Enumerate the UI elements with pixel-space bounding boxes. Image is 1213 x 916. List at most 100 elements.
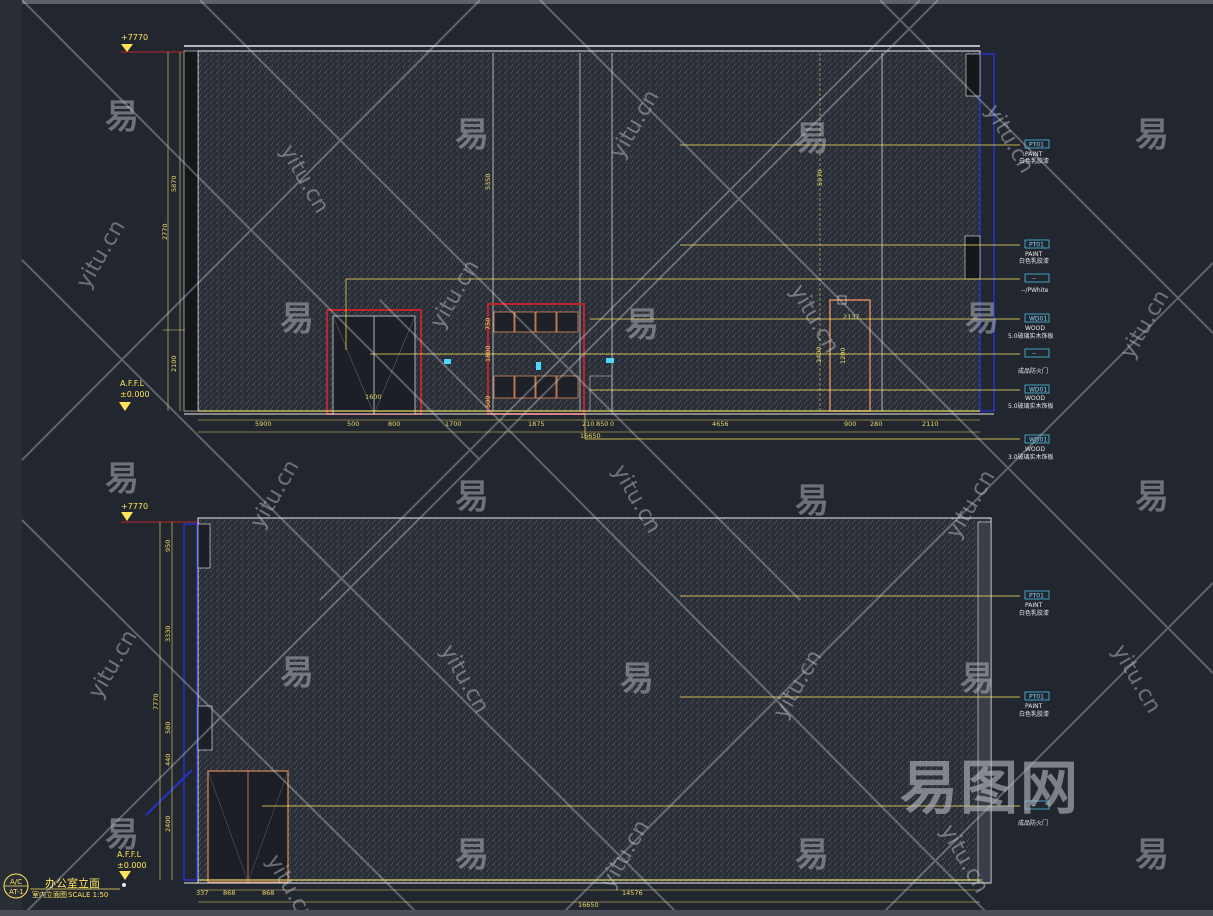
callout-a-7[interactable]: WD01 WOOD 3.0玻璃实木饰板: [1008, 434, 1054, 461]
svg-text:2400: 2400: [164, 815, 172, 832]
svg-text:1700: 1700: [445, 420, 462, 428]
title-block: A/C AT-1 办公室立面 室内立面图 SCALE 1:50: [3, 873, 126, 899]
callout-a-2[interactable]: PT01 PAINT 白色乳胶漆: [1019, 239, 1050, 265]
svg-text:280: 280: [870, 420, 882, 428]
svg-text:PAINT: PAINT: [1025, 602, 1043, 609]
svg-text:WD01: WD01: [1029, 387, 1047, 394]
wall-panel-a: [197, 50, 981, 412]
svg-text:900: 900: [844, 420, 856, 428]
level-label-top-b: +7770: [121, 502, 148, 511]
svg-text:WOOD: WOOD: [1025, 446, 1045, 453]
svg-text:易: 易: [280, 299, 314, 339]
svg-text:--: --: [1032, 351, 1036, 358]
floor-level-b: ±0.000: [117, 861, 147, 870]
svg-text:易: 易: [105, 459, 139, 499]
svg-text:易: 易: [795, 119, 829, 159]
svg-text:850: 850: [596, 420, 608, 428]
svg-text:16650: 16650: [580, 432, 601, 440]
window-bottom-edge: [0, 910, 1213, 916]
canvas-left-margin: [0, 0, 22, 916]
level-label-top-a: +7770: [121, 33, 148, 42]
svg-text:580: 580: [164, 722, 172, 734]
dims-b: 950 3330 7770 580 440 2400 337 868 868 1…: [152, 540, 643, 909]
svg-text:3330: 3330: [164, 625, 172, 642]
svg-text:易: 易: [105, 97, 139, 137]
callout-group-a: PT01 PAINT 白色乳胶漆 PT01 PAINT 白色乳胶漆 -- --/…: [1008, 139, 1054, 461]
svg-text:易: 易: [105, 815, 139, 855]
callout-a-6[interactable]: WD01 WOOD 5.0玻璃实木饰板: [1008, 384, 1054, 410]
svg-text:2400: 2400: [815, 346, 823, 363]
svg-text:2137: 2137: [843, 313, 860, 321]
callout-group-b: PT01 PAINT 白色乳胶漆 PT01 PAINT 白色乳胶漆 -- 成品防…: [1018, 590, 1050, 827]
svg-text:1875: 1875: [528, 420, 545, 428]
svg-text:2770: 2770: [161, 223, 169, 240]
window-top-edge: [0, 0, 1213, 4]
callout-b-3[interactable]: -- 成品防火门: [1018, 800, 1050, 827]
svg-text:500: 500: [347, 420, 359, 428]
svg-text:易: 易: [455, 477, 489, 517]
svg-text:1600: 1600: [365, 393, 382, 401]
elevation-a: +7770: [119, 33, 1020, 440]
svg-text:PAINT: PAINT: [1025, 151, 1043, 158]
svg-text:成品防火门: 成品防火门: [1018, 819, 1048, 827]
drawing-subtitle: 室内立面图: [32, 890, 67, 899]
svg-text:PT01: PT01: [1029, 593, 1044, 600]
svg-text:白色乳胶漆: 白色乳胶漆: [1019, 257, 1049, 265]
svg-text:PT01: PT01: [1029, 242, 1044, 249]
svg-text:750: 750: [484, 318, 492, 330]
svg-text:3.0玻璃实木饰板: 3.0玻璃实木饰板: [1008, 453, 1054, 461]
svg-text:WD01: WD01: [1029, 437, 1047, 444]
svg-text:--: --: [1032, 803, 1036, 810]
svg-text:2100: 2100: [170, 355, 178, 372]
drawing-title: 办公室立面: [45, 876, 100, 890]
svg-text:AT-1: AT-1: [9, 888, 24, 896]
svg-text:950: 950: [164, 540, 172, 552]
svg-text:yitu.cn: yitu.cn: [84, 626, 143, 703]
callout-a-4[interactable]: WD01 WOOD 5.0玻璃实木饰板: [1008, 313, 1054, 340]
callout-a-5[interactable]: -- 成品防火门: [1018, 348, 1050, 375]
callout-b-1[interactable]: PT01 PAINT 白色乳胶漆: [1019, 590, 1050, 617]
svg-text:5870: 5870: [170, 175, 178, 192]
floor-label-b: A.F.F.L: [117, 850, 142, 859]
svg-text:PAINT: PAINT: [1025, 703, 1043, 710]
drawing-scale: SCALE 1:50: [68, 891, 108, 899]
svg-text:--/PWhite: --/PWhite: [1021, 287, 1049, 294]
svg-text:210: 210: [582, 420, 594, 428]
svg-text:白色乳胶漆: 白色乳胶漆: [1019, 710, 1049, 718]
svg-text:PT01: PT01: [1029, 694, 1044, 701]
callout-a-3[interactable]: -- --/PWhite: [1021, 273, 1050, 294]
svg-text:5350: 5350: [484, 173, 492, 190]
svg-text:500: 500: [484, 396, 492, 408]
svg-text:5.0玻璃实木饰板: 5.0玻璃实木饰板: [1008, 402, 1054, 410]
svg-text:5.0玻璃实木饰板: 5.0玻璃实木饰板: [1008, 332, 1054, 340]
svg-text:易: 易: [795, 481, 829, 521]
svg-text:--: --: [1032, 276, 1036, 283]
callout-b-2[interactable]: PT01 PAINT 白色乳胶漆: [1019, 691, 1050, 718]
watermark-logo: 易图网: [900, 754, 1080, 822]
svg-text:yitu.cn: yitu.cn: [980, 101, 1039, 178]
svg-text:yitu.cn: yitu.cn: [1116, 286, 1175, 363]
svg-text:WOOD: WOOD: [1025, 325, 1045, 332]
svg-text:PT01: PT01: [1029, 142, 1044, 149]
svg-text:易: 易: [965, 299, 999, 339]
svg-text:易: 易: [1135, 477, 1169, 517]
svg-text:白色乳胶漆: 白色乳胶漆: [1019, 157, 1049, 165]
svg-text:868: 868: [223, 889, 235, 897]
svg-text:1200: 1200: [839, 347, 847, 364]
left-column-a: [183, 50, 199, 412]
svg-text:易: 易: [795, 835, 829, 875]
svg-text:5900: 5900: [255, 420, 272, 428]
floor-level-a: ±0.000: [120, 390, 150, 399]
dims-a: 2770 5870 2100 5350 5970 2400 750 1800 5…: [161, 169, 939, 440]
floor-label-a: A.F.F.L: [120, 379, 145, 388]
svg-text:0: 0: [610, 420, 614, 428]
svg-text:易: 易: [455, 115, 489, 155]
svg-text:7770: 7770: [152, 693, 160, 710]
callout-a-1[interactable]: PT01 PAINT 白色乳胶漆: [1019, 139, 1050, 165]
svg-text:易: 易: [620, 659, 654, 699]
svg-text:16650: 16650: [578, 901, 599, 909]
svg-text:易: 易: [280, 653, 314, 693]
level-marker-top-a: [121, 44, 133, 52]
